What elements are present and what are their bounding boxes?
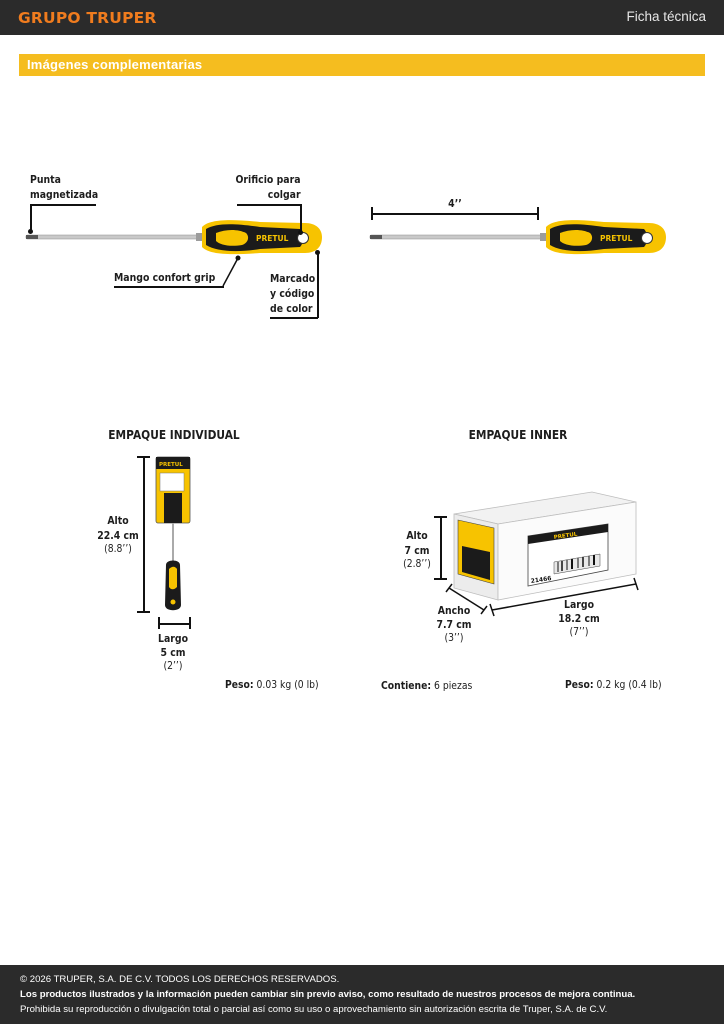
inner-ancho-cm: 7.7 cm (436, 618, 472, 631)
individual-height-line (143, 456, 145, 612)
callout-tip-line1: Punta (30, 173, 61, 186)
callout-mark-underline (270, 317, 318, 319)
individual-weight-value: 0.03 kg (0 lb) (256, 679, 319, 691)
callout-grip: Mango confort grip (114, 271, 216, 284)
inner-weight-value: 0.2 kg (0.4 lb) (596, 679, 662, 691)
footer-copyright: © 2026 TRUPER, S.A. DE C.V. TODOS LOS DE… (20, 974, 340, 985)
individual-largo-in: (2’’) (163, 660, 183, 672)
callout-tip-line2: magnetizada (30, 188, 99, 201)
svg-text:PRETUL: PRETUL (159, 462, 183, 468)
callout-grip-leader (222, 255, 241, 287)
individual-width-tick-right (189, 617, 191, 629)
individual-alto-in: (8.8’’) (104, 543, 132, 555)
dimension-label: 4’’ (448, 197, 462, 210)
individual-largo-label: Largo (157, 632, 188, 645)
inner-contains-value: 6 piezas (434, 680, 473, 692)
callout-mark-line1: Marcado (270, 272, 316, 285)
dimension-tick-left (371, 207, 373, 220)
inner-ancho-label: Ancho (437, 604, 471, 617)
inner-largo-in: (7’’) (569, 626, 589, 638)
inner-ancho-in: (3’’) (444, 632, 464, 644)
callout-mark-dot (315, 250, 320, 255)
inner-largo-cm: 18.2 cm (558, 612, 600, 625)
inner-alto-in: (2.8’’) (403, 558, 431, 570)
individual-width-line (158, 623, 190, 625)
handle-brand-text-2: PRETUL (600, 234, 633, 243)
individual-weight: Peso: 0.03 kg (0 lb) (225, 679, 319, 691)
dimension-line (371, 213, 539, 215)
callout-tip-leader (30, 204, 32, 231)
screwdriver-dimension-illustration: PRETUL (369, 220, 666, 255)
callout-hole-line2: colgar (268, 188, 301, 201)
screwdriver-illustration: PRETUL (25, 220, 322, 255)
dimension-tick-right (537, 207, 539, 220)
inner-alto-label: Alto (406, 529, 428, 542)
callout-tip-dot (28, 229, 33, 234)
individual-package-image: PRETUL (155, 456, 191, 611)
svg-text:PRETUL: PRETUL (553, 532, 578, 541)
inner-height-line (440, 516, 442, 579)
callout-hole-line (237, 204, 301, 206)
callout-mark-line2: y código (270, 287, 315, 300)
brand-logo: GRUPO TRUPER (18, 9, 157, 27)
top-bar: GRUPO TRUPER Ficha técnica (0, 0, 724, 35)
section-header: Imágenes complementarias (19, 54, 705, 76)
section-title: Imágenes complementarias (27, 57, 203, 72)
inner-alto-cm: 7 cm (404, 544, 430, 557)
document-type: Ficha técnica (626, 9, 706, 24)
callout-tip-line (30, 204, 96, 206)
callout-hole-line1: Orificio para (235, 173, 301, 186)
inner-box-code: 21466 (530, 575, 552, 585)
callout-grip-line (114, 286, 224, 288)
individual-alto-label: Alto (107, 514, 129, 527)
individual-alto-cm: 22.4 cm (97, 529, 139, 542)
individual-height-tick-top (137, 456, 150, 458)
inner-largo-label: Largo (563, 598, 594, 611)
handle-brand-text: PRETUL (256, 234, 289, 243)
individual-weight-label: Peso: (225, 679, 254, 691)
footer-legal: Prohibida su reproducción o divulgación … (20, 1004, 608, 1015)
inner-contains-label: Contiene: (381, 680, 432, 692)
inner-height-tick-bottom (434, 578, 447, 580)
individual-package-title: EMPAQUE INDIVIDUAL (108, 427, 240, 442)
inner-box-image: PRETUL 21466 (453, 491, 637, 601)
inner-weight-label: Peso: (565, 679, 594, 691)
inner-depth-width-lines (445, 577, 639, 617)
inner-contains: Contiene: 6 piezas (381, 680, 472, 692)
inner-height-tick-top (434, 516, 447, 518)
individual-height-tick-bottom (137, 611, 150, 613)
individual-width-tick-left (158, 617, 160, 629)
inner-weight: Peso: 0.2 kg (0.4 lb) (565, 679, 662, 691)
callout-hole-dot (298, 230, 303, 235)
callout-hole-leader (300, 204, 302, 232)
callout-mark-line3: de color (270, 302, 313, 315)
individual-largo-cm: 5 cm (160, 646, 186, 659)
footer-notice: Los productos ilustrados y la informació… (20, 989, 636, 1000)
callout-mark-leader (317, 252, 319, 318)
footer: © 2026 TRUPER, S.A. DE C.V. TODOS LOS DE… (0, 965, 724, 1024)
inner-package-title: EMPAQUE INNER (468, 427, 568, 442)
